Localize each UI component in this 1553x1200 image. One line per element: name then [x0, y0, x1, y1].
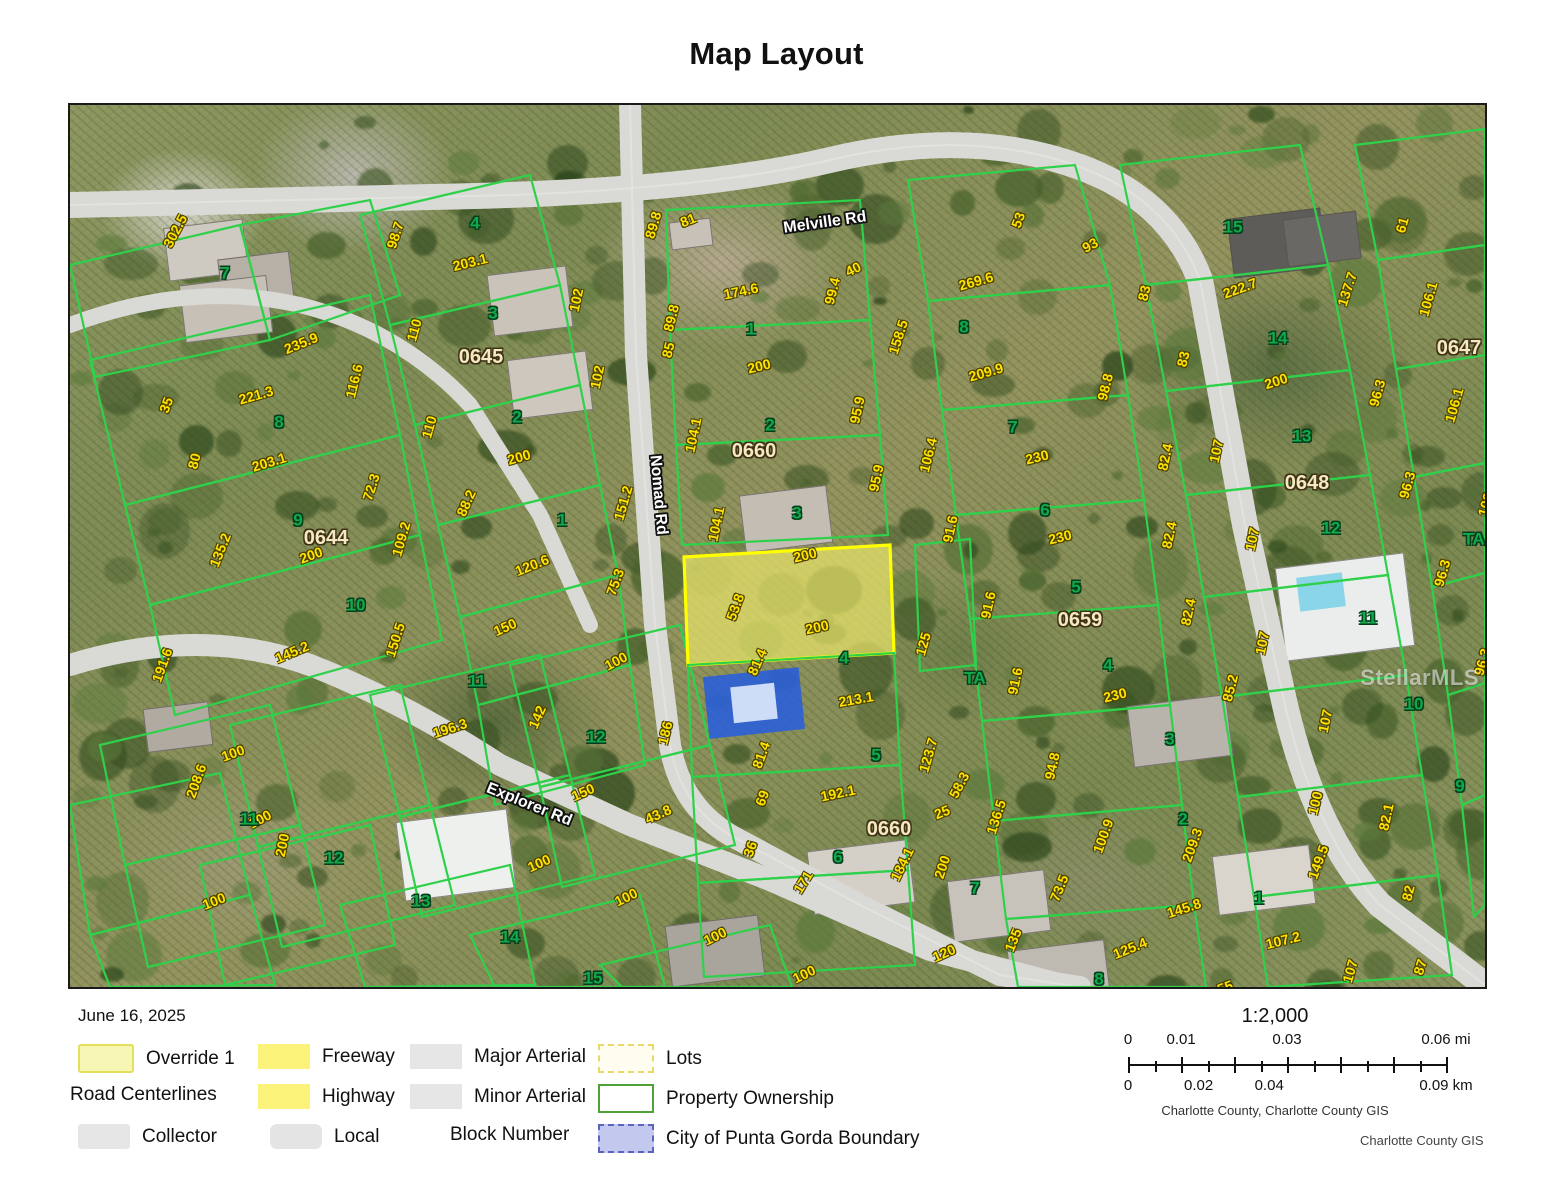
override-1-swatch — [78, 1044, 134, 1073]
collector-swatch — [78, 1124, 130, 1149]
legend-item-highway[interactable]: Highway — [258, 1084, 395, 1109]
legend-item-block-number[interactable]: Block Number — [450, 1124, 569, 1146]
property-ownership-swatch — [598, 1084, 654, 1113]
major-arterial-swatch — [410, 1044, 462, 1069]
scale-tick — [1207, 1061, 1210, 1072]
scale-label-mi: 0 — [1123, 1031, 1133, 1048]
legend-item-major-arterial[interactable]: Major Arterial — [410, 1044, 586, 1069]
legend-label: Major Arterial — [474, 1045, 586, 1067]
scale-label-mi: 0.03 — [1272, 1031, 1302, 1048]
scale-axis — [1128, 1057, 1448, 1073]
scale-ratio: 1:2,000 — [1241, 1005, 1309, 1027]
scale-km-labels: 0 0.02 0.04 0.09 km — [1060, 1077, 1490, 1097]
scale-label-km: 0.02 — [1183, 1077, 1214, 1094]
scale-tick — [1446, 1057, 1448, 1073]
scale-tick — [1366, 1061, 1369, 1072]
legend-item-freeway[interactable]: Freeway — [258, 1044, 395, 1069]
legend-label: City of Punta Gorda Boundary — [666, 1127, 920, 1149]
scale-tick — [1260, 1061, 1263, 1072]
lots-swatch — [598, 1044, 654, 1073]
legend-label: Local — [334, 1125, 380, 1147]
scale-label-mi: 0.06 mi — [1421, 1031, 1471, 1048]
scale-label-mi: 0.01 — [1166, 1031, 1196, 1048]
scale-label-km: 0.09 km — [1419, 1077, 1473, 1094]
legend-item-local[interactable]: Local — [270, 1124, 379, 1149]
legend-label: Highway — [322, 1085, 395, 1107]
city-boundary-swatch — [598, 1124, 654, 1153]
legend-label: Property Ownership — [666, 1087, 834, 1109]
legend-label: Minor Arterial — [474, 1085, 586, 1107]
page-title: Map Layout — [689, 36, 864, 71]
highway-swatch — [258, 1084, 310, 1109]
scale-tick — [1419, 1061, 1422, 1072]
legend-label: Lots — [666, 1047, 702, 1069]
road-centerlines — [70, 105, 1485, 987]
road-network — [70, 105, 1485, 987]
scale-tick — [1393, 1057, 1395, 1073]
legend-item-property-ownership[interactable]: Property Ownership — [598, 1084, 834, 1113]
scale-tick — [1340, 1057, 1342, 1073]
scale-miles-labels: 0 0.01 0.03 0.06 mi — [1060, 1031, 1490, 1051]
scale-tick — [1128, 1057, 1130, 1073]
legend: June 16, 2025 Override 1 Road Centerline… — [70, 1000, 1030, 1170]
local-swatch — [270, 1124, 322, 1149]
scale-label-km: 0.04 — [1254, 1077, 1284, 1094]
legend-item-minor-arterial[interactable]: Minor Arterial — [410, 1084, 586, 1109]
scale-credit: Charlotte County, Charlotte County GIS — [1161, 1103, 1389, 1118]
legend-item-road-centerlines[interactable]: Road Centerlines — [70, 1084, 217, 1106]
legend-date: June 16, 2025 — [78, 1006, 186, 1025]
scale-tick — [1313, 1061, 1316, 1072]
legend-label: Collector — [142, 1125, 217, 1147]
legend-item-lots[interactable]: Lots — [598, 1044, 702, 1073]
gis-credit: Charlotte County GIS — [1360, 1133, 1484, 1148]
property-ownership-lines — [70, 127, 1485, 987]
legend-item-city-boundary[interactable]: City of Punta Gorda Boundary — [598, 1124, 919, 1153]
legend-label: Road Centerlines — [70, 1084, 217, 1105]
legend-label: Override 1 — [146, 1047, 235, 1069]
legend-item-collector[interactable]: Collector — [78, 1124, 217, 1149]
parcel-overlay — [70, 105, 1485, 987]
scale-label-km: 0 — [1123, 1077, 1133, 1094]
minor-arterial-swatch — [410, 1084, 462, 1109]
legend-item-override-1[interactable]: Override 1 — [78, 1044, 235, 1073]
scale-bar: 1:2,000 0 0.01 0.03 0.06 mi 0 0.02 0.04 0.09 k… — [1060, 1005, 1530, 1165]
freeway-swatch — [258, 1044, 310, 1069]
scale-tick — [1181, 1057, 1183, 1073]
legend-label: Freeway — [322, 1045, 395, 1067]
scale-tick — [1234, 1057, 1236, 1073]
legend-label: Block Number — [450, 1124, 570, 1145]
scale-tick — [1154, 1061, 1157, 1072]
scale-tick — [1287, 1057, 1289, 1073]
